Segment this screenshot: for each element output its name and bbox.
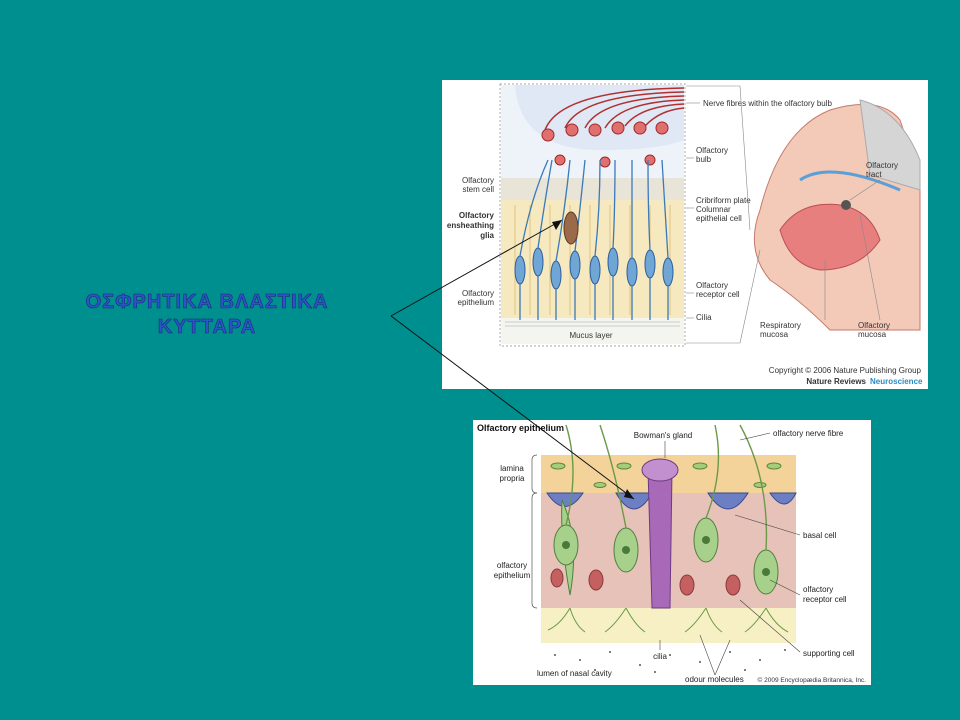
label-tract: Olfactory — [866, 161, 898, 170]
label-ensheathing-2: ensheathing — [447, 221, 494, 230]
label-cilia: Cilia — [696, 313, 712, 322]
label-epithelium-title: Olfactory epithelium — [477, 423, 564, 433]
label-lumen: lumen of nasal cavity — [537, 669, 612, 678]
top-figure: Nerve fibres within the olfactory bulb O… — [442, 80, 928, 389]
label-journal-section: Neuroscience — [870, 377, 923, 386]
label-bowmans-gland: Bowman's gland — [634, 431, 692, 440]
nerve-fibres — [544, 87, 685, 131]
top-figure-labels: Nerve fibres within the olfactory bulb O… — [447, 85, 923, 386]
label-epithelium-b: olfactory — [497, 561, 527, 570]
label-receptor-b: olfactory — [803, 585, 833, 594]
label-cilia-b: cilia — [653, 652, 667, 661]
nerve-fibres-2 — [565, 424, 768, 551]
bowmans-gland — [647, 462, 673, 609]
label-nerve-fibres: Nerve fibres within the olfactory bulb — [703, 99, 833, 108]
label-odour-molecules: odour molecules — [685, 675, 744, 684]
label-stem-cell-2: stem cell — [462, 185, 494, 194]
label-journal: Nature Reviews — [806, 377, 866, 386]
label-olfactory-bulb: Olfactory — [696, 146, 728, 155]
bottom-leader-lines — [659, 432, 801, 676]
cilia-lines — [505, 321, 680, 327]
supporting-cell-nuclei — [550, 568, 741, 596]
label-columnar-2: epithelial cell — [696, 214, 742, 223]
receptor-nuclei — [562, 536, 770, 576]
pointer-arrows — [390, 219, 635, 500]
label-respiratory-2: mucosa — [760, 330, 789, 339]
bottom-figure: Olfactory epithelium Bowman's gland olfa… — [473, 420, 871, 685]
bottom-figure-labels: Olfactory epithelium Bowman's gland olfa… — [477, 423, 866, 684]
lamina-cells — [550, 462, 782, 488]
cilia-2 — [547, 607, 789, 633]
bowmans-gland-head — [641, 458, 679, 482]
label-top-copyright: Copyright © 2006 Nature Publishing Group — [769, 366, 922, 375]
label-lamina-2: propria — [500, 474, 525, 483]
label-ensheathing: Olfactory — [459, 211, 495, 220]
label-ensheathing-3: glia — [480, 231, 494, 240]
label-epithelium-b-2: epithelium — [494, 571, 531, 580]
label-mucus: Mucus layer — [569, 331, 612, 340]
nose-cross-section — [753, 99, 921, 331]
slide-title: ΟΣΦΡΗΤΙΚΑ ΒΛΑΣΤΙΚΑ ΚΥΤΤΑΡΑ — [85, 291, 329, 339]
title-line-1: ΟΣΦΡΗΤΙΚΑ ΒΛΑΣΤΙΚΑ — [86, 291, 329, 313]
label-epithelium-2: epithelium — [458, 298, 495, 307]
label-columnar: Columnar — [696, 205, 731, 214]
layer-brackets — [531, 454, 538, 609]
label-receptor-2: receptor cell — [696, 290, 740, 299]
title-line-2: ΚΥΤΤΑΡΑ — [158, 316, 256, 338]
label-cribriform: Cribriform plate — [696, 196, 751, 205]
olfactory-stem-cell — [563, 211, 579, 245]
label-tract-2: tract — [866, 170, 882, 179]
mucus-layer — [501, 318, 684, 344]
label-lamina: lamina — [500, 464, 524, 473]
label-stem-cell: Olfactory — [462, 176, 494, 185]
odour-molecules — [554, 649, 786, 673]
label-supporting-cell: supporting cell — [803, 649, 855, 658]
label-receptor-b-2: receptor cell — [803, 595, 847, 604]
label-respiratory: Respiratory — [760, 321, 801, 330]
label-bottom-copyright: © 2009 Encyclopædia Britannica, Inc. — [758, 676, 867, 684]
label-receptor: Olfactory — [696, 281, 728, 290]
axons — [519, 159, 669, 320]
cribriform-plate — [501, 178, 684, 200]
arrowheads — [552, 220, 634, 499]
label-nerve-fibre: olfactory nerve fibre — [773, 429, 844, 438]
label-olf-mucosa-2: mucosa — [858, 330, 887, 339]
label-epithelium: Olfactory — [462, 289, 494, 298]
inset-frame — [499, 83, 686, 347]
label-basal-cell: basal cell — [803, 531, 837, 540]
label-olfactory-bulb-2: bulb — [696, 155, 712, 164]
label-olf-mucosa: Olfactory — [858, 321, 890, 330]
cilia-layer — [541, 608, 796, 643]
